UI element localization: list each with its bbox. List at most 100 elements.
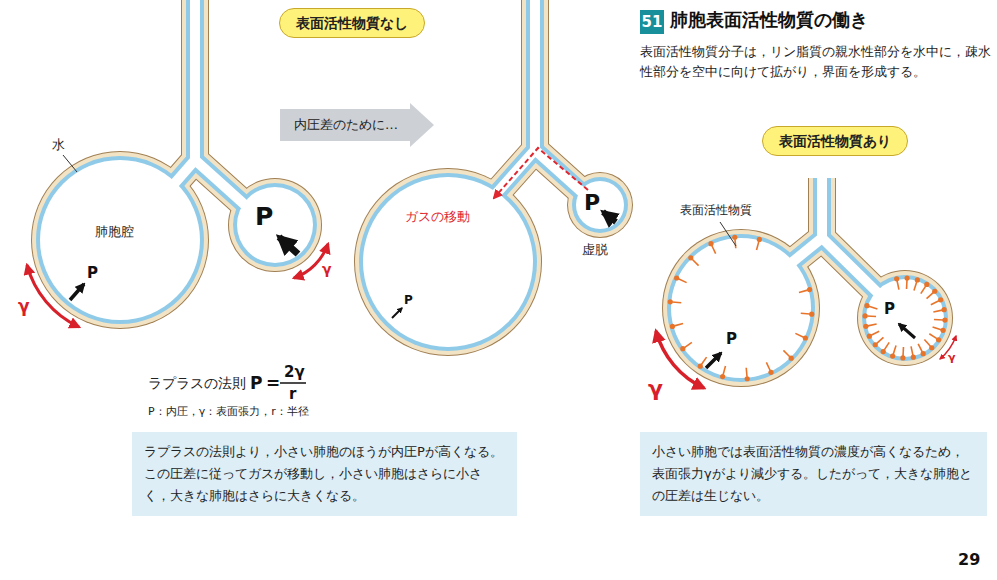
arrow-fill: [280, 103, 434, 147]
surfactant-tail: [877, 337, 884, 343]
surfactant-tail: [795, 333, 803, 337]
surfactant-head: [936, 337, 941, 342]
surfactant-head: [708, 241, 713, 246]
surfactant-head: [881, 349, 886, 354]
tension-label: γ: [948, 352, 956, 363]
node-text: 小さい肺胞では表面活性物質の濃度が高くなるため，表面張力γがより減少する。したが…: [652, 441, 975, 507]
page-number: 29: [958, 552, 980, 568]
surfactant-head: [940, 328, 945, 333]
note-box: 小さい肺胞では表面活性物質の濃度が高くなるため，表面張力γがより減少する。したが…: [640, 432, 987, 516]
surfactant-tail: [884, 342, 889, 350]
condition-pill: 表面活性物質なし: [279, 8, 425, 38]
surfactant-tail: [799, 290, 808, 292]
surfactant-head: [732, 235, 737, 240]
tension-label: γ: [322, 262, 332, 276]
surfactant-tail: [929, 334, 937, 339]
tension-label: γ: [18, 298, 30, 315]
surfactant-head: [942, 317, 947, 322]
water-label: 水: [52, 138, 65, 151]
surfactant-head: [932, 289, 937, 294]
surfactant-tail: [701, 357, 706, 364]
surfactant-tail: [921, 286, 926, 294]
surfactant-tail: [902, 347, 904, 356]
surfactant-head: [668, 299, 673, 304]
pressure-label: P: [404, 294, 413, 306]
surfactant-head: [904, 275, 909, 280]
surfactant-tail: [897, 281, 899, 290]
surfactant-tail: [684, 342, 691, 347]
surfactant-head: [803, 335, 808, 340]
surfactant-head: [698, 364, 703, 369]
surfactant-tail: [712, 245, 716, 253]
surfactant-tail: [757, 241, 759, 250]
formula-term: r: [289, 387, 296, 402]
surfactant-head: [929, 345, 934, 350]
surfactant-head: [757, 237, 762, 242]
note-box: ラプラスの法則より，小さい肺胞のほうが内圧Pが高くなる。この圧差に従ってガスが移…: [132, 432, 517, 516]
surfactant-head: [809, 312, 814, 317]
surfactant-head: [942, 307, 947, 312]
surfactant-tail: [723, 366, 725, 375]
surfactant-tail: [906, 280, 908, 289]
title: 肺胞表面活性物質の働き: [670, 11, 868, 29]
tension-label: γ: [648, 378, 663, 400]
surfactant-tail: [692, 259, 698, 265]
surfactant-head: [915, 277, 920, 282]
law-name: ラプラスの法則: [148, 376, 246, 390]
node-text: 内圧差のために…: [280, 103, 434, 147]
section-number: 51: [640, 10, 664, 34]
surfactant-head: [921, 351, 926, 356]
surfactant-tail: [766, 362, 770, 370]
node-text: 表面活性物質なし: [296, 16, 408, 30]
surfactant-label: 表面活性物質: [680, 204, 752, 216]
formula-key: P：内圧，γ：表面張力，r：半径: [148, 406, 309, 417]
node-text: 51: [640, 10, 664, 34]
surfactant-tail: [933, 327, 942, 330]
formula-term: 2γ: [284, 365, 305, 380]
gas-flow-label: ガスの移動: [405, 210, 470, 223]
surfactant-head: [720, 374, 725, 379]
surfactant-head: [890, 353, 895, 358]
surfactant-head: [924, 282, 929, 287]
process-arrow: 内圧差のために…: [280, 103, 434, 147]
surfactant-head: [867, 334, 872, 339]
surfactant-head: [873, 342, 878, 347]
node-text: 表面活性物質あり: [779, 134, 891, 148]
surfactant-tail: [911, 346, 913, 355]
surfactant-head: [688, 255, 693, 260]
surfactant-head: [670, 324, 675, 329]
pressure-label: P: [87, 266, 98, 281]
surfactant-head: [745, 376, 750, 381]
pressure-label: P: [255, 204, 273, 229]
surfactant-head: [911, 355, 916, 360]
surfactant-tail: [931, 301, 939, 305]
collapse-label: 虚脱: [582, 243, 608, 256]
surfactant-tail: [918, 344, 922, 352]
surfactant-head: [863, 324, 868, 329]
surfactant-tail: [867, 315, 876, 317]
pressure-label: P: [584, 192, 600, 214]
surfactant-tail: [672, 301, 681, 303]
lumen-label: 肺胞腔: [95, 225, 134, 238]
surfactant-head: [680, 346, 685, 351]
surfactant-tail: [783, 350, 789, 356]
formula-term: P: [250, 375, 262, 392]
node-text: ラプラスの法則より，小さい肺胞のほうが内圧Pが高くなる。この圧差に従ってガスが移…: [144, 441, 505, 507]
surfactant-head: [894, 276, 899, 281]
surfactant-tail: [933, 310, 942, 312]
surfactant-head: [789, 356, 794, 361]
condition-pill: 表面活性物質あり: [762, 126, 908, 156]
surfactant-tail: [934, 319, 943, 321]
surfactant-tail: [893, 346, 896, 355]
pressure-label: P: [726, 332, 737, 347]
surfactant-tail: [678, 279, 686, 283]
pressure-label: P: [884, 302, 895, 317]
surfactant-tail: [869, 306, 878, 309]
surfactant-tail: [745, 368, 747, 377]
surfactant-tail: [674, 324, 683, 326]
surfactant-head: [864, 303, 869, 308]
surfactant-tail: [924, 340, 930, 347]
surfactant-tail: [914, 282, 917, 291]
surfactant-tail: [801, 312, 810, 314]
surfactant-tail: [868, 324, 877, 326]
